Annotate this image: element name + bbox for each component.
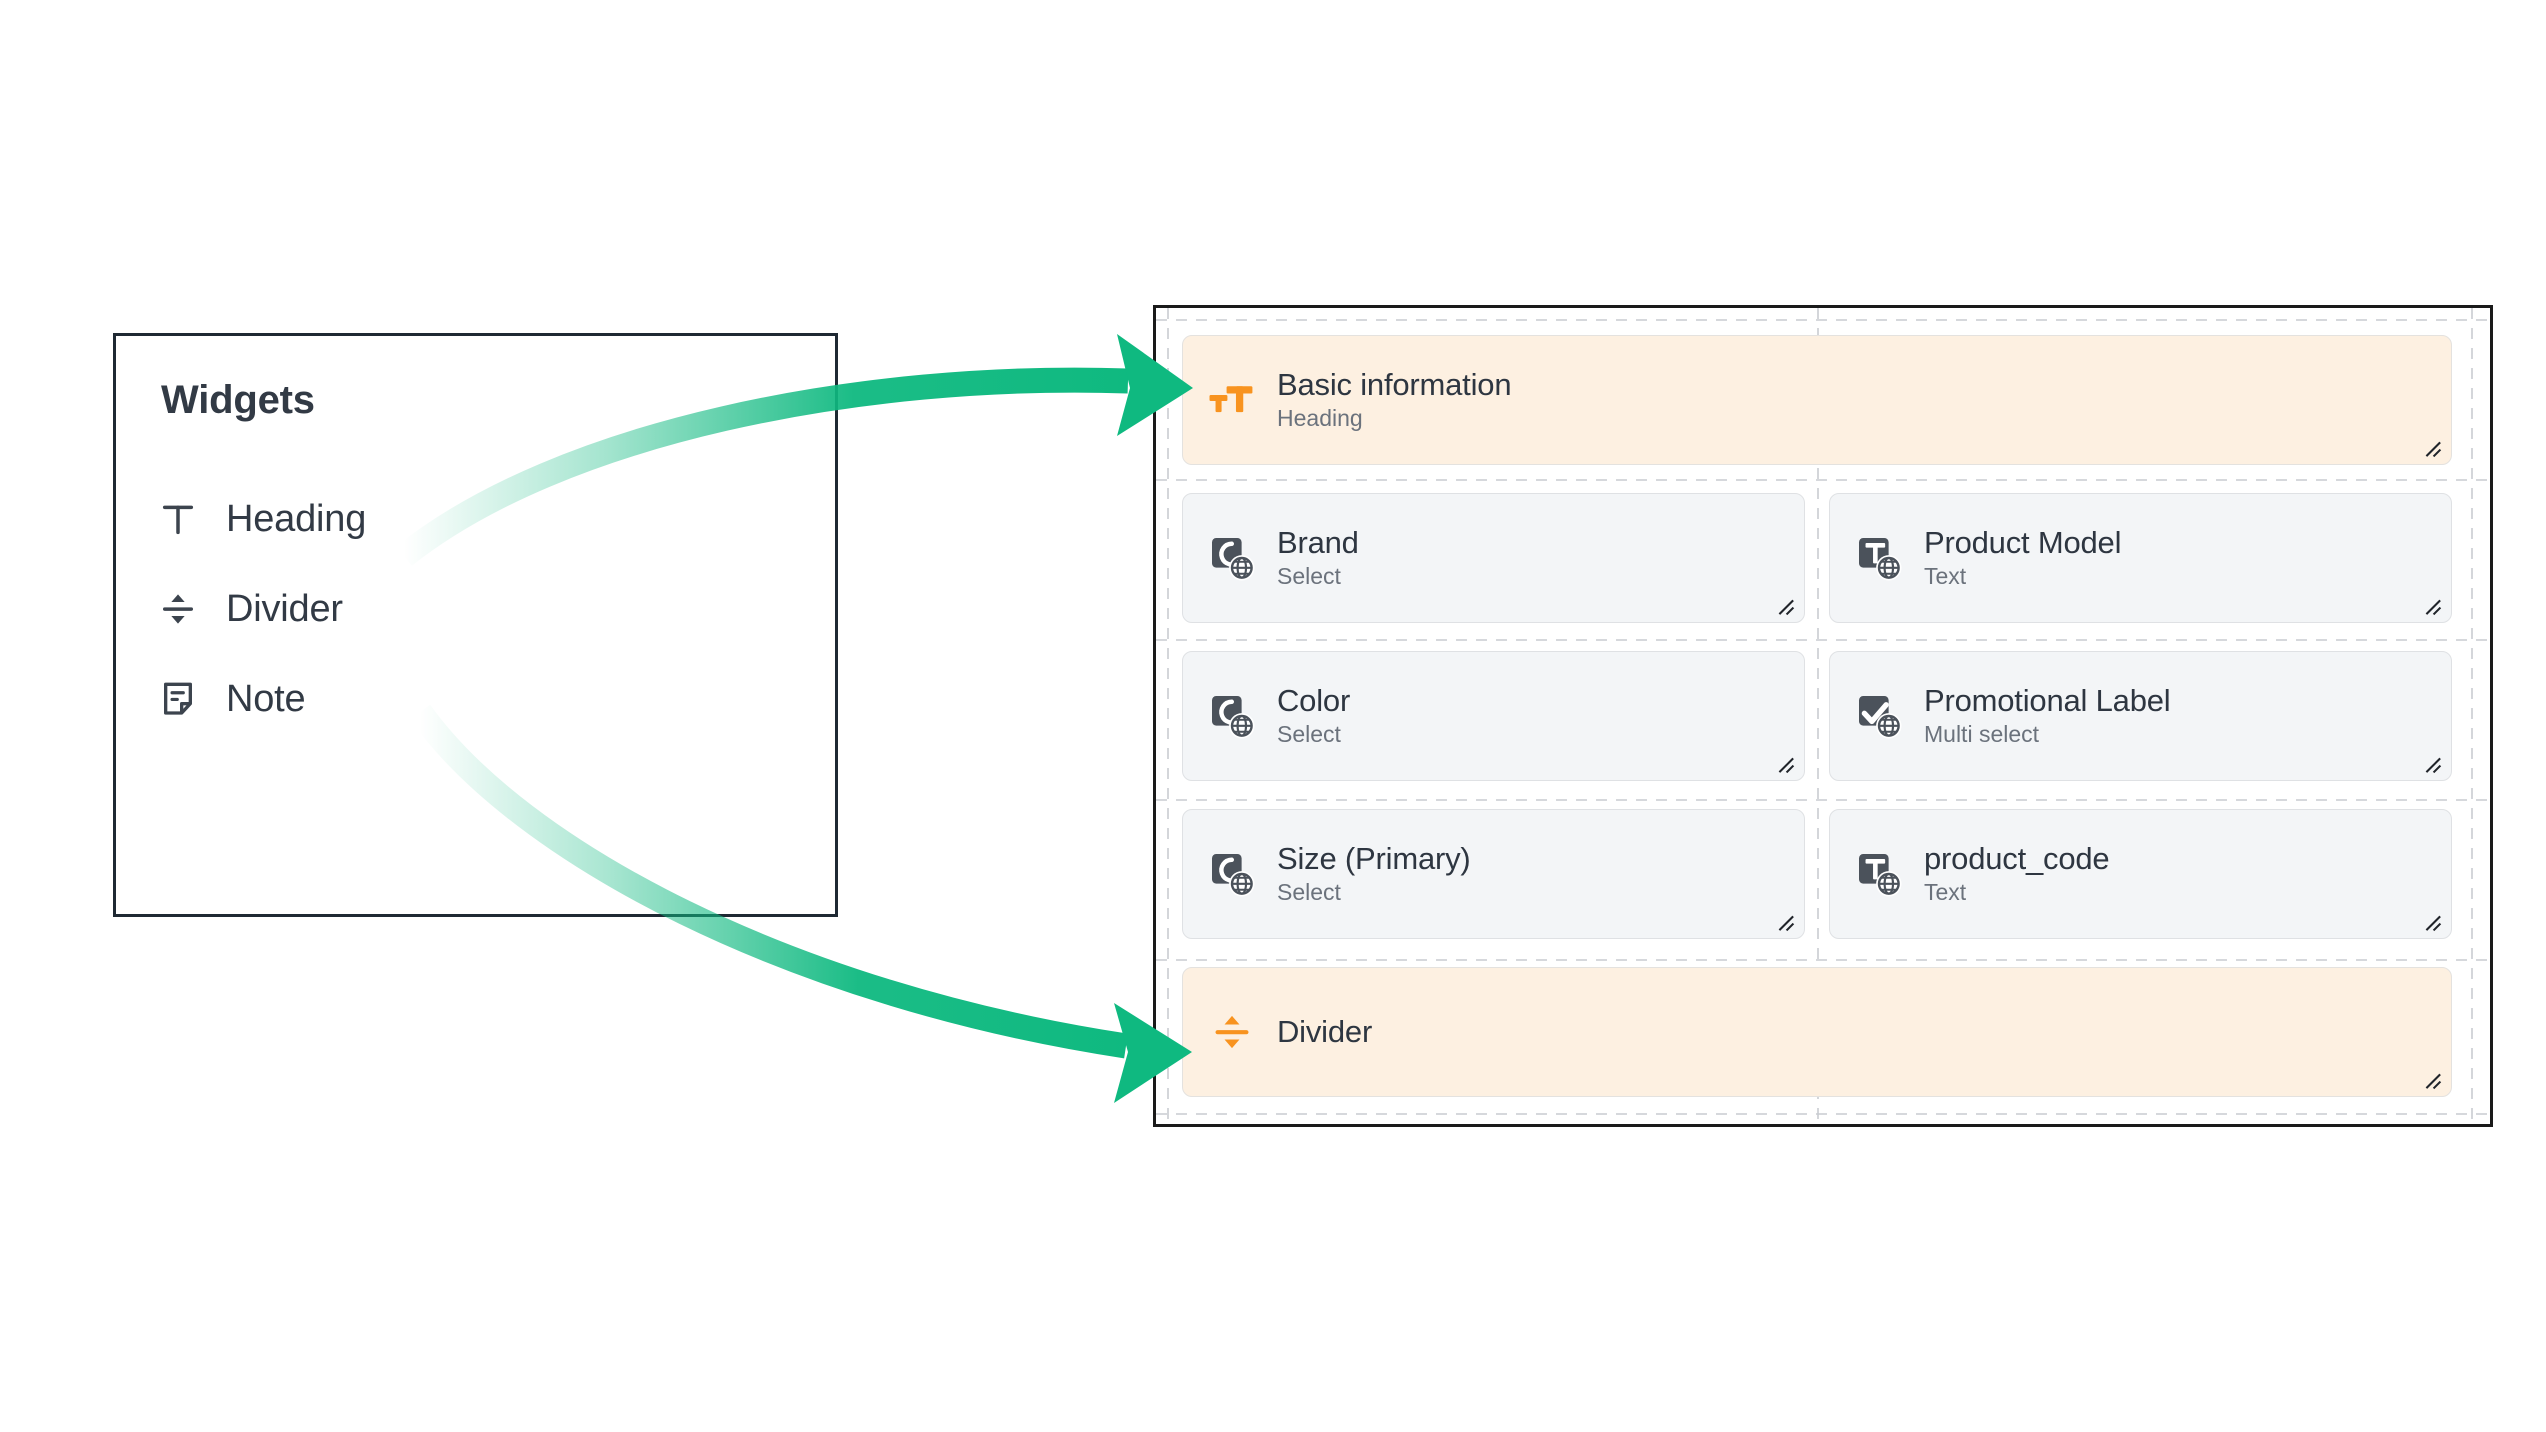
- widget-card-subtitle: Select: [1277, 563, 1341, 590]
- select-field-icon: [1205, 531, 1259, 585]
- resize-handle[interactable]: [2422, 438, 2444, 460]
- widget-card-subtitle: Heading: [1277, 405, 1363, 432]
- select-field-icon: [1205, 847, 1259, 901]
- widget-card-size-primary[interactable]: Size (Primary)Select: [1182, 809, 1805, 939]
- widget-list-item-label: Note: [226, 677, 306, 720]
- widget-card-title: Basic information: [1277, 367, 1512, 403]
- widget-card-text: Size (Primary)Select: [1277, 842, 1471, 905]
- resize-handle[interactable]: [2422, 1070, 2444, 1092]
- widget-list-item-label: Divider: [226, 587, 343, 630]
- resize-handle[interactable]: [1775, 912, 1797, 934]
- resize-handle[interactable]: [1775, 596, 1797, 618]
- widget-card-title: Brand: [1277, 525, 1359, 561]
- widget-list-item-heading[interactable]: Heading: [156, 491, 366, 547]
- widget-list-item-note[interactable]: Note: [156, 671, 306, 727]
- widget-card-title: Size (Primary): [1277, 841, 1471, 877]
- heading-tt-icon: [1205, 373, 1259, 427]
- divider-icon: [1205, 1005, 1259, 1059]
- widget-card-subtitle: Text: [1924, 563, 1967, 590]
- widget-card-title: Divider: [1277, 1013, 1373, 1049]
- widget-card-title: Product Model: [1924, 525, 2122, 561]
- resize-handle[interactable]: [2422, 912, 2444, 934]
- widget-list-item-label: Heading: [226, 497, 367, 540]
- row-divider: Divider: [1182, 953, 2452, 1111]
- widget-card-title: product_code: [1924, 841, 2110, 877]
- widget-card-subtitle: Text: [1924, 879, 1967, 906]
- grid-cell: Divider: [1182, 967, 2452, 1097]
- widget-list-item-divider[interactable]: Divider: [156, 581, 343, 637]
- select-field-icon: [1205, 689, 1259, 743]
- widget-card-subtitle: Select: [1277, 879, 1341, 906]
- widget-card-title: Promotional Label: [1924, 683, 2171, 719]
- widget-card-divider[interactable]: Divider: [1182, 967, 2452, 1097]
- widget-card-subtitle: Multi select: [1924, 721, 2040, 748]
- text-field-icon: [1852, 531, 1906, 585]
- text-field-icon: [1852, 847, 1906, 901]
- resize-handle[interactable]: [2422, 596, 2444, 618]
- resize-handle[interactable]: [1775, 754, 1797, 776]
- multiselect-field-icon: [1852, 689, 1906, 743]
- note-icon: [156, 677, 200, 721]
- widget-card-subtitle: Select: [1277, 721, 1341, 748]
- resize-handle[interactable]: [2422, 754, 2444, 776]
- widget-card-text: Divider: [1277, 1013, 1373, 1050]
- widgets-panel-title: Widgets: [161, 378, 315, 422]
- widgets-panel: Widgets Heading Divider: [113, 333, 838, 917]
- heading-t-icon: [156, 497, 200, 541]
- widget-card-title: Color: [1277, 683, 1351, 719]
- divider-icon: [156, 587, 200, 631]
- grid-cell: Size (Primary)Select: [1182, 809, 1805, 939]
